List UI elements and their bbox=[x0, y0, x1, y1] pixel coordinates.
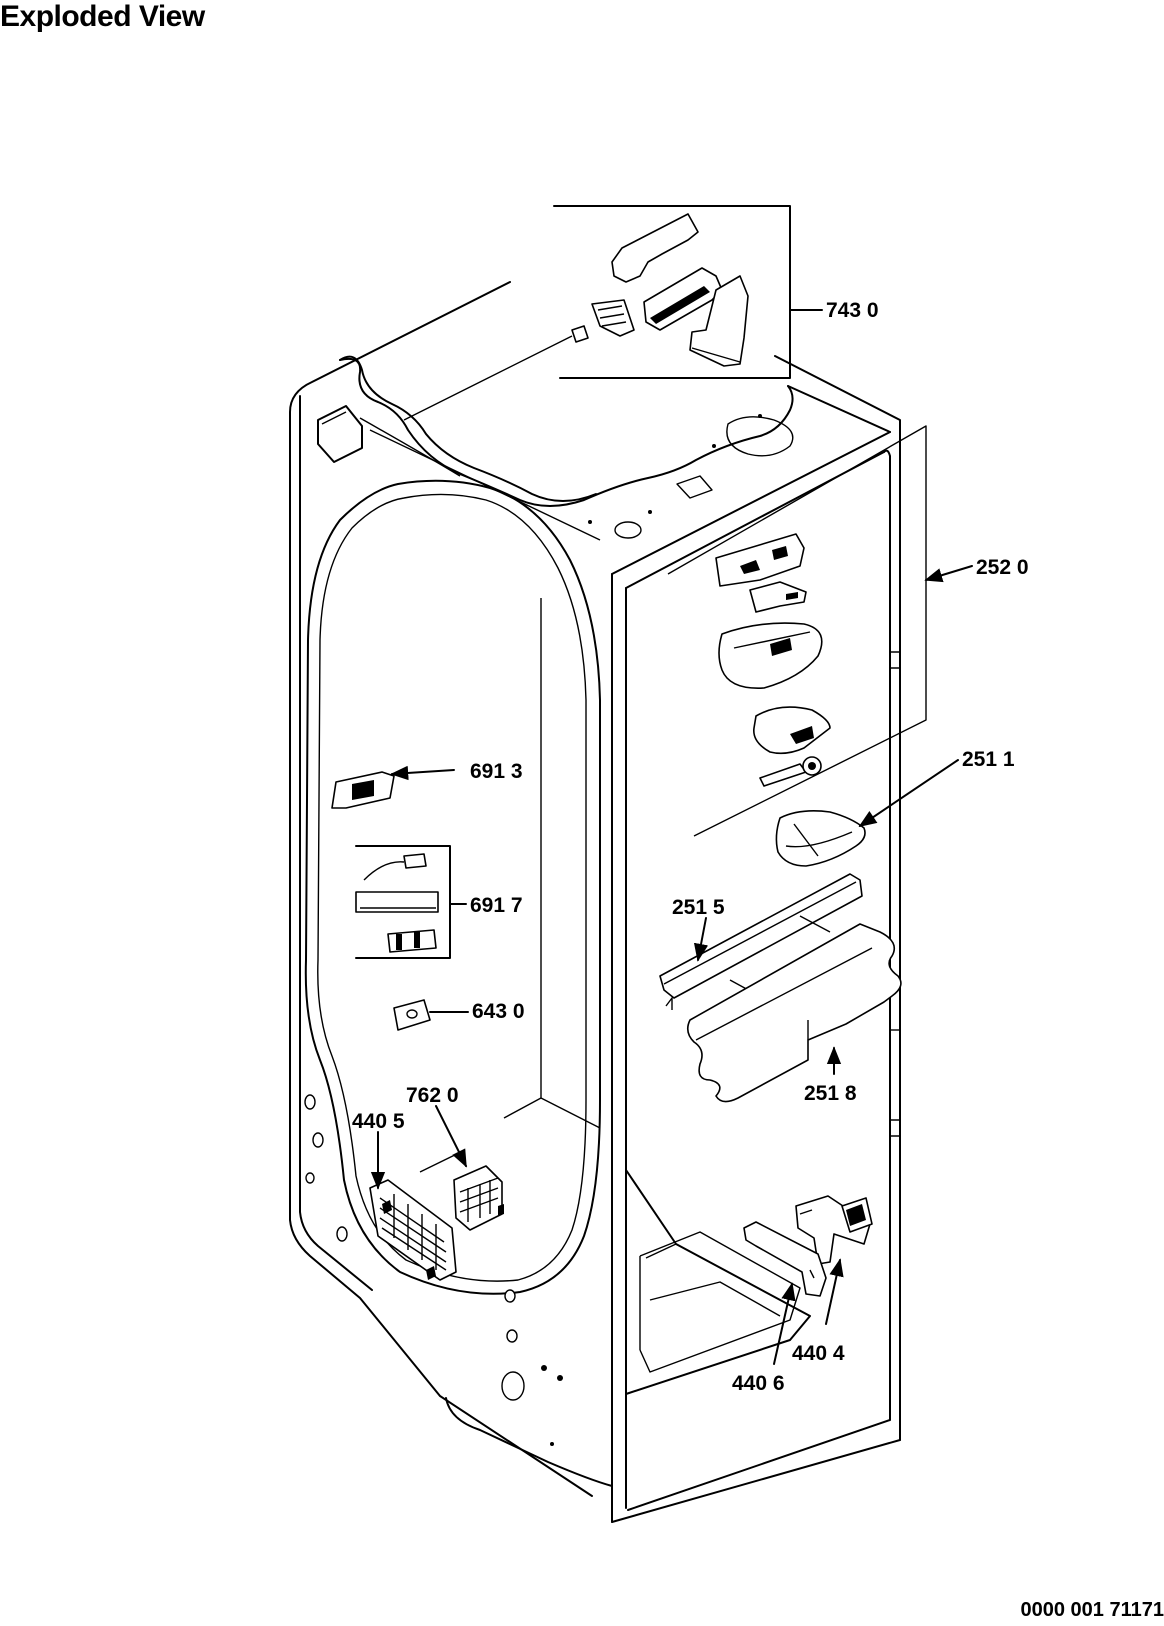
callout-6430: 643 0 bbox=[472, 1000, 525, 1023]
part-2515-group bbox=[659, 873, 863, 1010]
part-4405-group bbox=[369, 1131, 457, 1281]
part-2520-group bbox=[667, 425, 973, 837]
callout-2518: 251 8 bbox=[804, 1082, 857, 1105]
callout-2515: 251 5 bbox=[672, 896, 725, 919]
document-number: 0000 001 71171 bbox=[1020, 1599, 1164, 1621]
page-title: Exploded View bbox=[0, 0, 205, 33]
part-6917-group bbox=[355, 845, 467, 959]
callout-4406: 440 6 bbox=[732, 1372, 785, 1395]
callout-7620: 762 0 bbox=[406, 1084, 459, 1107]
callout-2511: 251 1 bbox=[962, 748, 1015, 771]
part-2511-group bbox=[775, 759, 959, 867]
callout-4405: 440 5 bbox=[352, 1110, 405, 1133]
part-7430-group bbox=[403, 205, 823, 421]
part-2518-group bbox=[686, 923, 902, 1103]
callout-4404: 440 4 bbox=[792, 1342, 845, 1365]
callout-7430: 743 0 bbox=[826, 299, 879, 322]
callout-2520: 252 0 bbox=[976, 556, 1029, 579]
callout-6913: 691 3 bbox=[470, 760, 523, 783]
part-6430-group bbox=[393, 999, 469, 1031]
part-6913-group bbox=[331, 765, 455, 809]
callout-6917: 691 7 bbox=[470, 894, 523, 917]
part-4404-4406-group bbox=[743, 1195, 873, 1365]
cabinet-body bbox=[289, 281, 901, 1523]
part-7620-group bbox=[435, 1105, 504, 1231]
